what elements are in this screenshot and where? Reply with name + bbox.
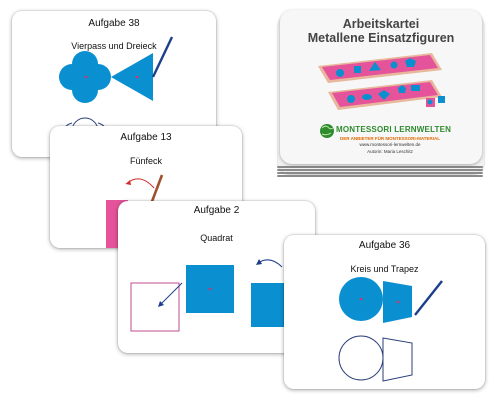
quatrefoil-shape <box>59 51 111 103</box>
card-2-shape-name: Quadrat <box>200 233 233 243</box>
deck-title-line1: Arbeitskartei <box>342 17 420 31</box>
deck-edge <box>277 172 483 174</box>
blue-pencil <box>414 280 443 316</box>
task-card-36[interactable]: Aufgabe 36 Kreis und Trapez <box>284 235 485 389</box>
triangle-shape <box>111 53 153 101</box>
deck-title-line2: Metallene Einsatzfiguren <box>307 31 455 45</box>
card-36-illustration <box>338 277 443 382</box>
card-36-task-number: Aufgabe 36 <box>358 240 411 251</box>
deck-author: Autorin: Maria Leschitz <box>367 149 413 154</box>
deck-cover-card: Arbeitskartei Metallene Einsatzfiguren <box>280 10 482 164</box>
brand-tagline: DER ANBIETER FÜR MONTESSORI-MATERIAL <box>340 136 440 141</box>
task-card-2[interactable]: Aufgabe 2 Quadrat <box>118 201 315 353</box>
card-2-task-number: Aufgabe 2 <box>193 205 240 216</box>
trapezoid-outline <box>382 337 413 382</box>
deck-edge <box>277 169 483 171</box>
card-38-shape-name: Vierpass und Dreieck <box>71 41 157 51</box>
deck-edge <box>277 166 483 168</box>
card-38-illustration <box>59 36 174 137</box>
card-13-shape-name: Fünfeck <box>129 156 162 166</box>
square-outline <box>130 282 180 332</box>
card-36-shape-name: Kreis und Trapez <box>350 264 419 274</box>
card-38-task-number: Aufgabe 38 <box>88 18 140 29</box>
deck-edge <box>277 175 483 177</box>
deck-website: www.montessori-lernwelten.de <box>359 142 421 147</box>
card-13-task-number: Aufgabe 13 <box>120 132 172 143</box>
arrow-head-icon <box>158 301 164 307</box>
blue-pencil <box>151 36 174 78</box>
brand-logo-text: MONTESSORI LERNWELTEN <box>336 125 452 134</box>
circle-outline <box>338 335 384 381</box>
